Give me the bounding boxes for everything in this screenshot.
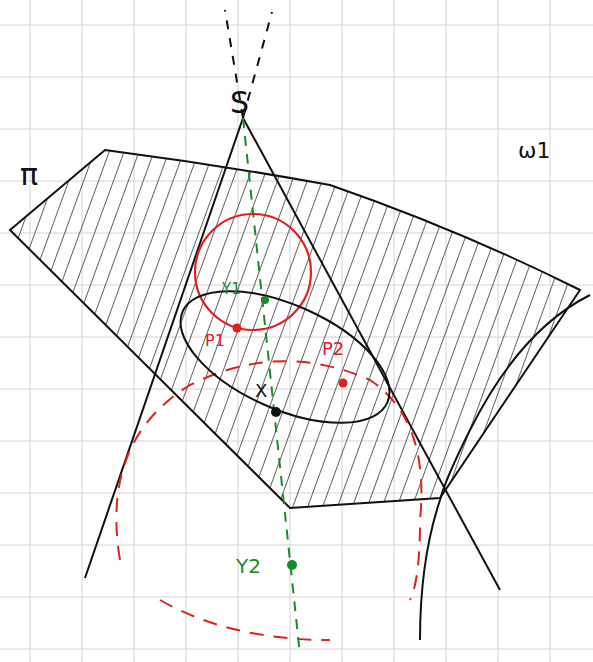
- plane-label: π: [20, 160, 38, 190]
- point-label: P1: [205, 333, 225, 349]
- point: [339, 379, 348, 388]
- point: [261, 296, 269, 304]
- upper-sphere: [195, 214, 311, 330]
- apex-label: S: [230, 88, 249, 118]
- point: [287, 560, 297, 570]
- point-label: Y1: [222, 282, 241, 297]
- point-label: Y2: [236, 556, 261, 576]
- point-label: X: [255, 382, 267, 400]
- point-label: P2: [322, 340, 344, 358]
- conic-ellipse: [162, 264, 409, 450]
- lower-sphere: [116, 361, 421, 600]
- surface-curve: [420, 295, 590, 640]
- lower-sphere: [160, 600, 330, 640]
- cone-generator: [85, 118, 243, 578]
- sphere-label: ω1: [518, 140, 550, 162]
- point: [271, 407, 281, 417]
- plane-outline: [10, 150, 580, 508]
- point: [233, 324, 242, 333]
